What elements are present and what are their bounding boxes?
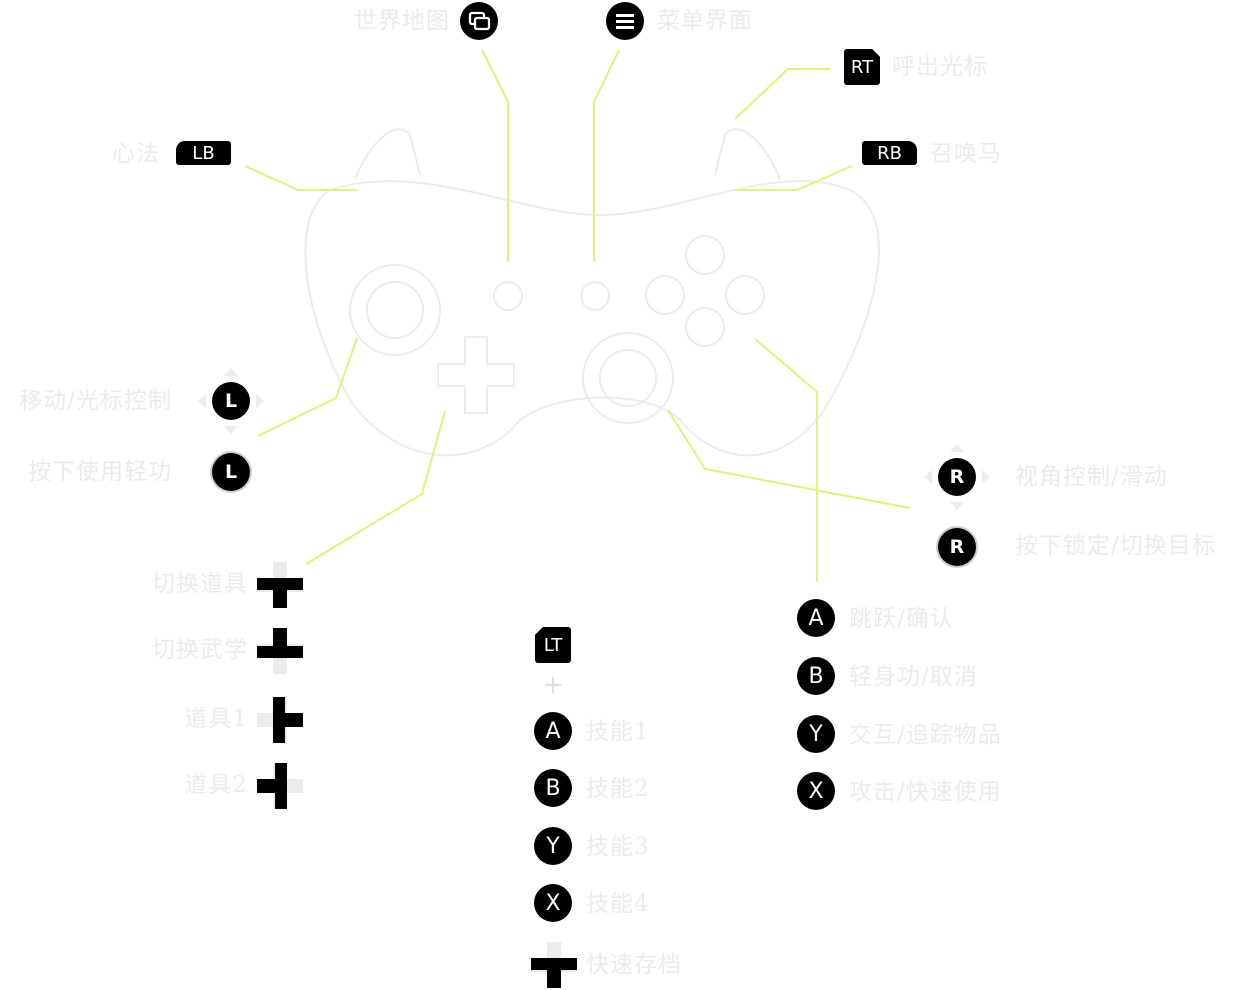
quick-save-label: 快速存档	[586, 952, 682, 978]
dpad-up-icon	[257, 562, 303, 608]
y-button-outline	[685, 235, 725, 275]
rb-connector-line	[735, 165, 853, 191]
left-stick-direction-arrows	[198, 368, 264, 434]
right-stick-icon: R	[938, 458, 976, 496]
skill2-b-button-icon: B	[534, 769, 572, 807]
dpad-down-icon	[257, 628, 303, 674]
menu-button-icon	[606, 2, 644, 40]
rt-trigger-icon: RT	[844, 49, 880, 85]
b-button-icon: B	[797, 657, 835, 695]
x-button-label: 攻击/快速使用	[849, 779, 1002, 805]
menu-connector-line	[593, 49, 620, 262]
y-button-icon: Y	[797, 715, 835, 753]
skill1-label: 技能1	[586, 719, 650, 745]
lb-label: 心法	[112, 141, 160, 167]
right-stick-connector-line	[667, 409, 911, 509]
y-button-label: 交互/追踪物品	[849, 722, 1002, 748]
right-stick-press-icon: R	[938, 528, 976, 566]
face-buttons-connector-line	[754, 338, 818, 582]
view-button-icon	[460, 2, 498, 40]
left-stick-outline	[349, 264, 441, 356]
dpad-outline	[437, 336, 515, 414]
left-stick-press-label: 按下使用轻功	[28, 459, 172, 485]
left-stick-move-label: 移动/光标控制	[19, 388, 172, 414]
dpad-up-label: 切换道具	[152, 571, 248, 597]
right-stick-press-label: 按下锁定/切换目标	[1015, 533, 1216, 559]
lb-bumper-icon: LB	[176, 141, 231, 165]
left-bumper-outline	[354, 128, 421, 181]
a-button-label: 跳跃/确认	[849, 606, 954, 632]
right-bumper-outline	[714, 128, 781, 181]
right-stick-move-label: 视角控制/滑动	[1015, 464, 1168, 490]
x-button-outline	[645, 275, 685, 315]
view-button-label: 世界地图	[354, 8, 450, 34]
view-connector-line	[481, 49, 509, 262]
right-stick-direction-arrows	[924, 444, 990, 510]
left-stick-inner-outline	[366, 281, 424, 339]
plus-sign: +	[542, 670, 564, 700]
dpad-left-label: 道具2	[184, 772, 248, 798]
skill3-y-button-icon: Y	[534, 827, 572, 865]
skill3-label: 技能3	[586, 834, 650, 860]
rb-label: 召唤马	[930, 141, 1002, 167]
dpad-connector-line	[305, 410, 446, 565]
right-stick-inner-outline	[599, 349, 657, 407]
rt-connector-line	[734, 68, 830, 120]
rb-bumper-icon: RB	[862, 141, 917, 165]
dpad-down-label: 切换武学	[152, 637, 248, 663]
x-button-icon: X	[797, 772, 835, 810]
b-button-outline	[725, 275, 765, 315]
skill1-a-button-icon: A	[534, 712, 572, 750]
skill4-label: 技能4	[586, 891, 650, 917]
menu-button-outline	[580, 281, 610, 311]
left-stick-icon: L	[212, 382, 250, 420]
a-button-outline	[685, 307, 725, 347]
a-button-icon: A	[797, 599, 835, 637]
lb-connector-line	[244, 165, 358, 191]
right-stick-outline	[582, 332, 674, 424]
skill4-x-button-icon: X	[534, 884, 572, 922]
b-button-label: 轻身功/取消	[849, 664, 978, 690]
rt-label: 呼出光标	[892, 54, 988, 80]
menu-button-label: 菜单界面	[657, 8, 753, 34]
dpad-right-icon	[257, 697, 303, 743]
controller-body-outline	[304, 180, 880, 457]
left-stick-connector-line	[257, 337, 358, 437]
left-stick-press-icon: L	[212, 453, 250, 491]
skill2-label: 技能2	[586, 776, 650, 802]
dpad-left-icon	[257, 763, 303, 809]
dpad-right-label: 道具1	[184, 706, 248, 732]
quick-save-dpad-up-icon	[531, 942, 577, 988]
view-button-outline	[493, 281, 523, 311]
lt-trigger-icon: LT	[535, 627, 571, 663]
